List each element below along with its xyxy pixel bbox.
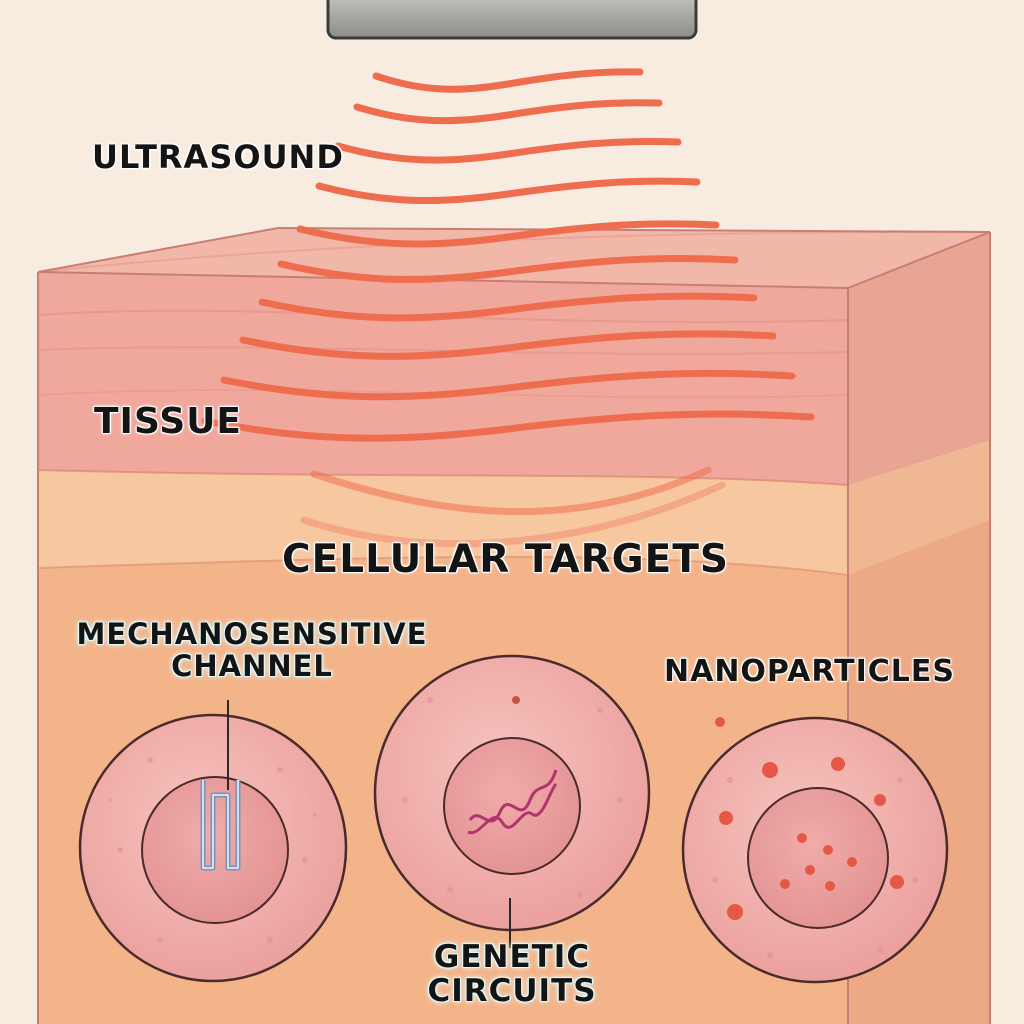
transducer [326,0,698,40]
dna-icon [467,769,558,835]
cellular-targets-label: CELLULAR TARGETS [282,537,730,582]
ultrasound-wave [353,99,663,125]
cell-membrane-speckles [712,777,918,958]
cell-nanoparticles [681,716,949,984]
mechanosensitive-channel-icon [200,780,241,871]
ultrasound-wave [315,177,701,205]
ultrasound-wave [296,220,720,248]
cell-genetic-circuits [373,654,651,948]
tissue-upper-layer [38,272,848,485]
ultrasound-wave [220,369,796,401]
ultrasound-wave [277,255,739,283]
ultrasound-wave-faded [310,466,712,516]
mechanosensitive-channel-label: MECHANOSENSITIVE CHANNEL [76,617,428,684]
cell-nucleus [747,787,889,929]
ultrasound-waves [201,68,815,548]
cell-membrane-speckles [108,757,317,943]
genetic-circuits-label: GENETIC CIRCUITS [427,939,597,1010]
ultrasound-wave [334,137,682,164]
ultrasound-wave [258,292,758,322]
cell-mechanosensitive [78,700,348,983]
nanoparticles-label: NANOPARTICLES [664,654,955,689]
ultrasound-wave-faded [300,481,726,548]
ultrasound-label: ULTRASOUND [92,138,344,176]
ultrasound-wave [372,68,644,93]
tissue-label: TISSUE [94,401,243,442]
cell-membrane-speckles [402,697,623,898]
tissue-top-face [38,228,990,288]
ultrasound-wave [239,330,777,360]
ultrasound-wave [201,410,815,442]
nanoparticle-dots [715,717,904,920]
